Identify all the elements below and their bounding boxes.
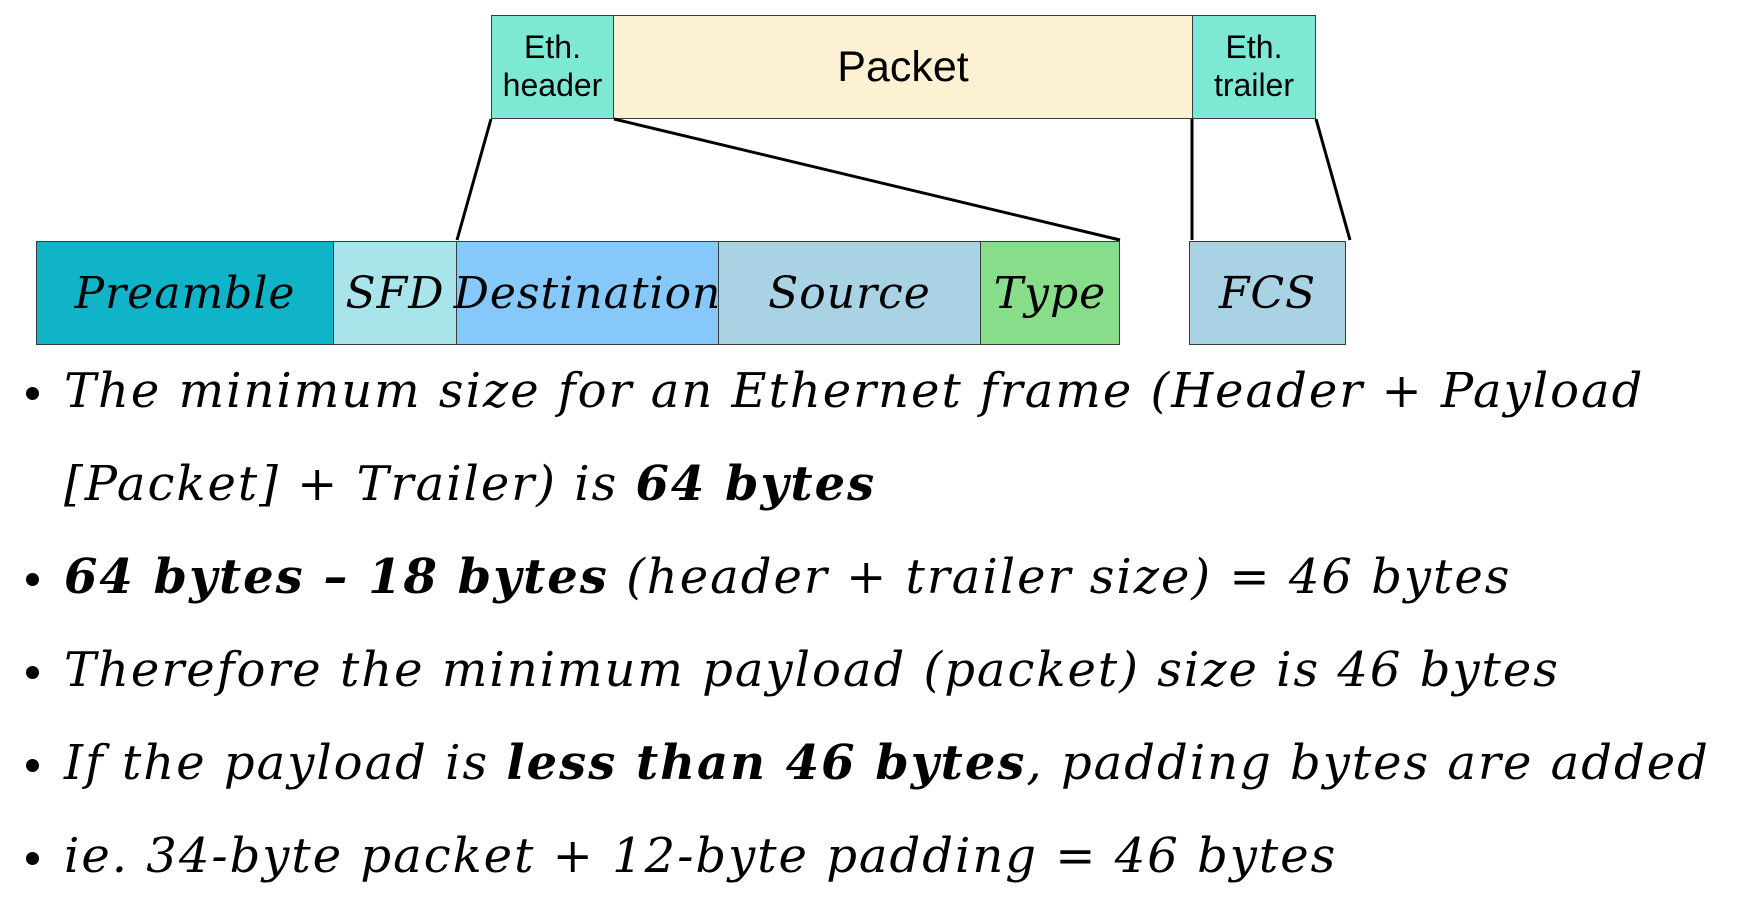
preamble-field: Preamble xyxy=(36,241,334,345)
source-field: Source xyxy=(718,241,981,345)
bullet-bold-text: less than 46 bytes xyxy=(506,735,1027,791)
preamble-label: Preamble xyxy=(74,267,296,319)
type-field: Type xyxy=(980,241,1120,345)
type-label: Type xyxy=(993,267,1107,319)
bullet-minimum-frame-size: The minimum size for an Ethernet frame (… xyxy=(22,345,1724,531)
eth-trailer-label: Eth. trailer xyxy=(1213,29,1294,103)
fcs-field: FCS xyxy=(1189,241,1346,345)
connector-lines xyxy=(455,117,1352,242)
bullet-bold-text: 64 bytes xyxy=(635,456,877,512)
eth-trailer-box: Eth. trailer xyxy=(1192,15,1316,119)
bullet-size-calculation: 64 bytes – 18 bytes (header + trailer si… xyxy=(22,531,1740,624)
bullet-bold-text: 64 bytes – 18 bytes xyxy=(64,549,609,605)
bullet-text: ie. 34-byte packet + 12-byte padding = 4… xyxy=(64,828,1338,884)
destination-label: Destination xyxy=(453,267,722,319)
eth-header-box: Eth. header xyxy=(491,15,614,119)
bullet-padding-example: ie. 34-byte packet + 12-byte padding = 4… xyxy=(22,810,1740,903)
destination-field: Destination xyxy=(453,241,722,345)
bullet-text: , padding bytes are added xyxy=(1026,735,1710,791)
bullet-text: The minimum size for an Ethernet frame (… xyxy=(64,363,1645,512)
bullet-minimum-payload: Therefore the minimum payload (packet) s… xyxy=(22,624,1740,717)
source-label: Source xyxy=(768,267,931,319)
bullet-text: (header + trailer size) = 46 bytes xyxy=(608,549,1512,605)
bullet-padding-rule: If the payload is less than 46 bytes, pa… xyxy=(22,717,1740,810)
sfd-label: SFD xyxy=(345,267,445,319)
bullet-list: The minimum size for an Ethernet frame (… xyxy=(22,345,1740,903)
eth-header-label: Eth. header xyxy=(502,29,603,103)
trailer-connector-right xyxy=(1314,118,1352,241)
fcs-label: FCS xyxy=(1218,267,1317,319)
packet-label: Packet xyxy=(837,42,969,91)
header-connector-left xyxy=(455,118,493,241)
sfd-field: SFD xyxy=(333,241,457,345)
header-connector-right xyxy=(613,117,1121,242)
packet-box: Packet xyxy=(613,15,1193,119)
bullet-text: Therefore the minimum payload (packet) s… xyxy=(64,642,1560,698)
bullet-text: If the payload is xyxy=(64,735,507,791)
